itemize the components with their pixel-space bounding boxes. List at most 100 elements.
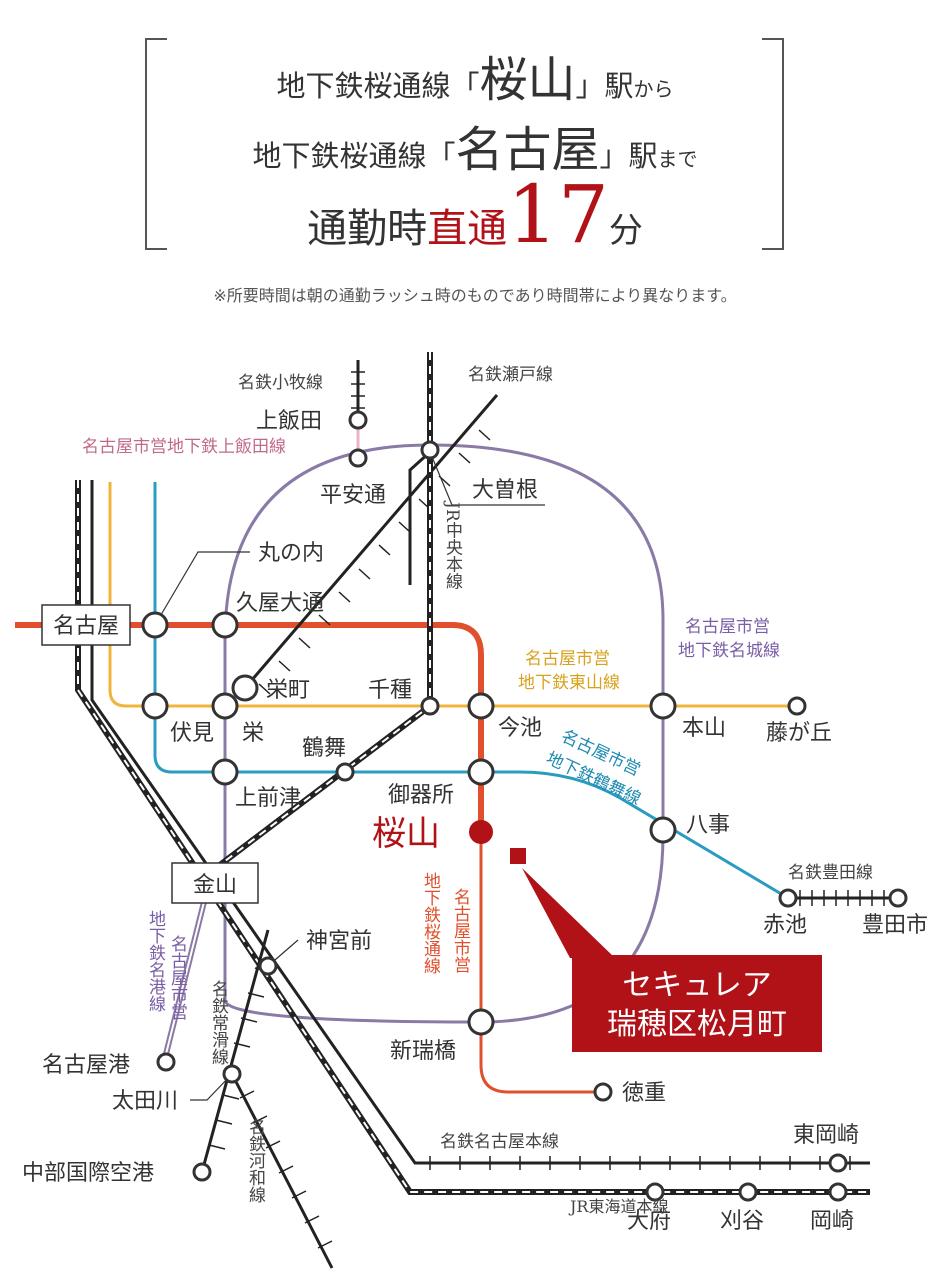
station-otagawa-dot bbox=[222, 1064, 242, 1084]
station-centrair-dot bbox=[192, 1162, 212, 1182]
label-tsurumai: 鶴舞 bbox=[302, 736, 346, 761]
station-tokushige-dot bbox=[593, 1082, 613, 1102]
station-toyotashi-dot bbox=[888, 888, 908, 908]
headline-block: 地下鉄桜通線「桜山」駅から 地下鉄桜通線「名古屋」駅まで 通勤時直通17分 ※所… bbox=[0, 0, 950, 310]
label-okazaki: 岡崎 bbox=[810, 1209, 854, 1234]
label-marunouchi: 丸の内 bbox=[258, 541, 324, 566]
property-label-box bbox=[572, 955, 822, 1052]
station-sakurayama-dot bbox=[469, 820, 493, 844]
station-tsurumai-dot bbox=[335, 762, 355, 782]
label-tokaido-line: JR東海道本線 bbox=[568, 1197, 668, 1216]
meitetsu-main-line bbox=[90, 480, 870, 1165]
station-kamiiida-dot bbox=[348, 410, 368, 430]
travel-minutes: 17 bbox=[507, 168, 609, 261]
label-tokoname-line: 名鉄常滑線 bbox=[208, 980, 229, 1065]
property-pointer bbox=[522, 868, 615, 958]
station-nagoyako-dot bbox=[156, 1052, 176, 1072]
sakura-line bbox=[15, 622, 484, 830]
station-motoyama-dot bbox=[649, 692, 677, 720]
station-yagoto-dot bbox=[649, 816, 677, 844]
label-kamiiida: 上飯田 bbox=[256, 409, 322, 434]
headline-line-3: 通勤時直通17分 bbox=[307, 168, 643, 261]
station-sakaemachi-dot bbox=[231, 674, 259, 702]
station-gokiso-dot bbox=[467, 758, 495, 786]
station-ozone-dot bbox=[420, 440, 440, 460]
label-kanayama: 金山 bbox=[193, 873, 237, 898]
tokoname-line bbox=[200, 929, 270, 1173]
station-hisaya-dot bbox=[211, 611, 239, 639]
label-otagawa: 太田川 bbox=[112, 1089, 178, 1114]
label-meijo-1: 名古屋市営 bbox=[685, 617, 770, 637]
station-akaike-dot bbox=[778, 888, 798, 908]
station-okazaki-dot bbox=[828, 1182, 848, 1202]
station-sakae-dot bbox=[211, 692, 239, 720]
headline-line-2: 地下鉄桜通線「名古屋」駅まで bbox=[252, 122, 698, 178]
label-motoyama: 本山 bbox=[682, 716, 726, 741]
higashiyama-line bbox=[108, 482, 797, 708]
label-sakurayama: 桜山 bbox=[372, 814, 440, 854]
label-toyotashi: 豊田市 bbox=[862, 913, 928, 938]
label-tokushige: 徳重 bbox=[622, 1081, 666, 1106]
label-kamiiida-line: 名古屋市営地下鉄上飯田線 bbox=[82, 437, 286, 457]
label-ozone: 大曽根 bbox=[472, 478, 538, 503]
label-meitetsu-main-line: 名鉄名古屋本線 bbox=[440, 1132, 559, 1152]
label-sakura-1: 名古屋市営 bbox=[450, 888, 471, 973]
label-meijo-2: 地下鉄名城線 bbox=[678, 641, 780, 661]
station-chikusa-dot bbox=[420, 696, 440, 716]
label-meiko-2: 地下鉄名港線 bbox=[145, 910, 166, 1012]
label-obu: 大府 bbox=[627, 1209, 671, 1234]
label-nagoyako: 名古屋港 bbox=[42, 1053, 130, 1078]
bracket-right bbox=[762, 38, 784, 250]
station-obu-dot bbox=[645, 1182, 665, 1202]
label-imaike: 今池 bbox=[498, 716, 542, 741]
label-komaki-line: 名鉄小牧線 bbox=[238, 373, 323, 393]
bracket-left bbox=[145, 38, 167, 250]
label-sakae: 栄 bbox=[242, 721, 264, 746]
property-name: セキュレア bbox=[622, 968, 771, 1003]
label-shinmizuhobashi: 新瑞橋 bbox=[390, 1039, 456, 1064]
station-shinmizuhobashi-dot bbox=[467, 1008, 495, 1036]
station-kamimaezu-dot bbox=[211, 758, 239, 786]
property-pin bbox=[510, 848, 526, 864]
property-address: 瑞穂区松月町 bbox=[607, 1007, 787, 1042]
station-imaike-dot bbox=[467, 692, 495, 720]
label-kamimaezu: 上前津 bbox=[235, 786, 301, 811]
label-heiando: 平安通 bbox=[320, 483, 386, 508]
station-higashiokazaki-dot bbox=[828, 1153, 848, 1173]
label-seto-line: 名鉄瀬戸線 bbox=[468, 365, 553, 385]
meijo-line bbox=[223, 443, 665, 1024]
nagoya-box bbox=[41, 604, 131, 646]
label-yagoto: 八事 bbox=[686, 813, 730, 838]
station-fushimi-dot bbox=[141, 692, 169, 720]
station-kariya-dot bbox=[738, 1182, 758, 1202]
label-chikusa: 千種 bbox=[368, 678, 412, 703]
kanayama-box bbox=[171, 862, 259, 904]
label-centrair: 中部国際空港 bbox=[22, 1161, 154, 1186]
label-kowa-line: 名鉄河和線 bbox=[245, 1118, 266, 1203]
label-fushimi: 伏見 bbox=[170, 721, 214, 746]
station-jingumae-dot bbox=[258, 956, 278, 976]
time-note: ※所要時間は朝の通勤ラッシュ時のものであり時間帯により異なります。 bbox=[213, 286, 737, 305]
station-heiando-dot bbox=[348, 448, 368, 468]
label-hisaya: 久屋大通 bbox=[236, 591, 324, 616]
label-higashiokazaki: 東岡崎 bbox=[793, 1123, 859, 1148]
label-nagoya: 名古屋 bbox=[53, 614, 119, 639]
label-higashiyama-2: 地下鉄東山線 bbox=[518, 673, 620, 693]
station-marunouchi-dot bbox=[141, 611, 169, 639]
label-kariya: 刈谷 bbox=[720, 1209, 764, 1234]
label-jingumae: 神宮前 bbox=[306, 929, 372, 954]
label-chuo-line: JR中央本線 bbox=[442, 500, 463, 590]
label-meiko-1: 名古屋市営 bbox=[167, 935, 188, 1020]
label-higashiyama-1: 名古屋市営 bbox=[525, 649, 610, 669]
label-toyota-line: 名鉄豊田線 bbox=[788, 863, 873, 883]
label-akaike: 赤池 bbox=[763, 913, 807, 938]
label-fujigaoka: 藤が丘 bbox=[766, 721, 832, 746]
label-gokiso: 御器所 bbox=[388, 783, 454, 808]
tsurumai-line bbox=[153, 482, 789, 900]
station-fujigaoka-dot bbox=[787, 696, 807, 716]
headline-line-1: 地下鉄桜通線「桜山」駅から bbox=[276, 52, 674, 108]
label-sakaemachi: 栄町 bbox=[266, 678, 310, 703]
seto-line bbox=[243, 394, 499, 689]
label-sakura-2: 地下鉄桜通線 bbox=[420, 872, 441, 974]
